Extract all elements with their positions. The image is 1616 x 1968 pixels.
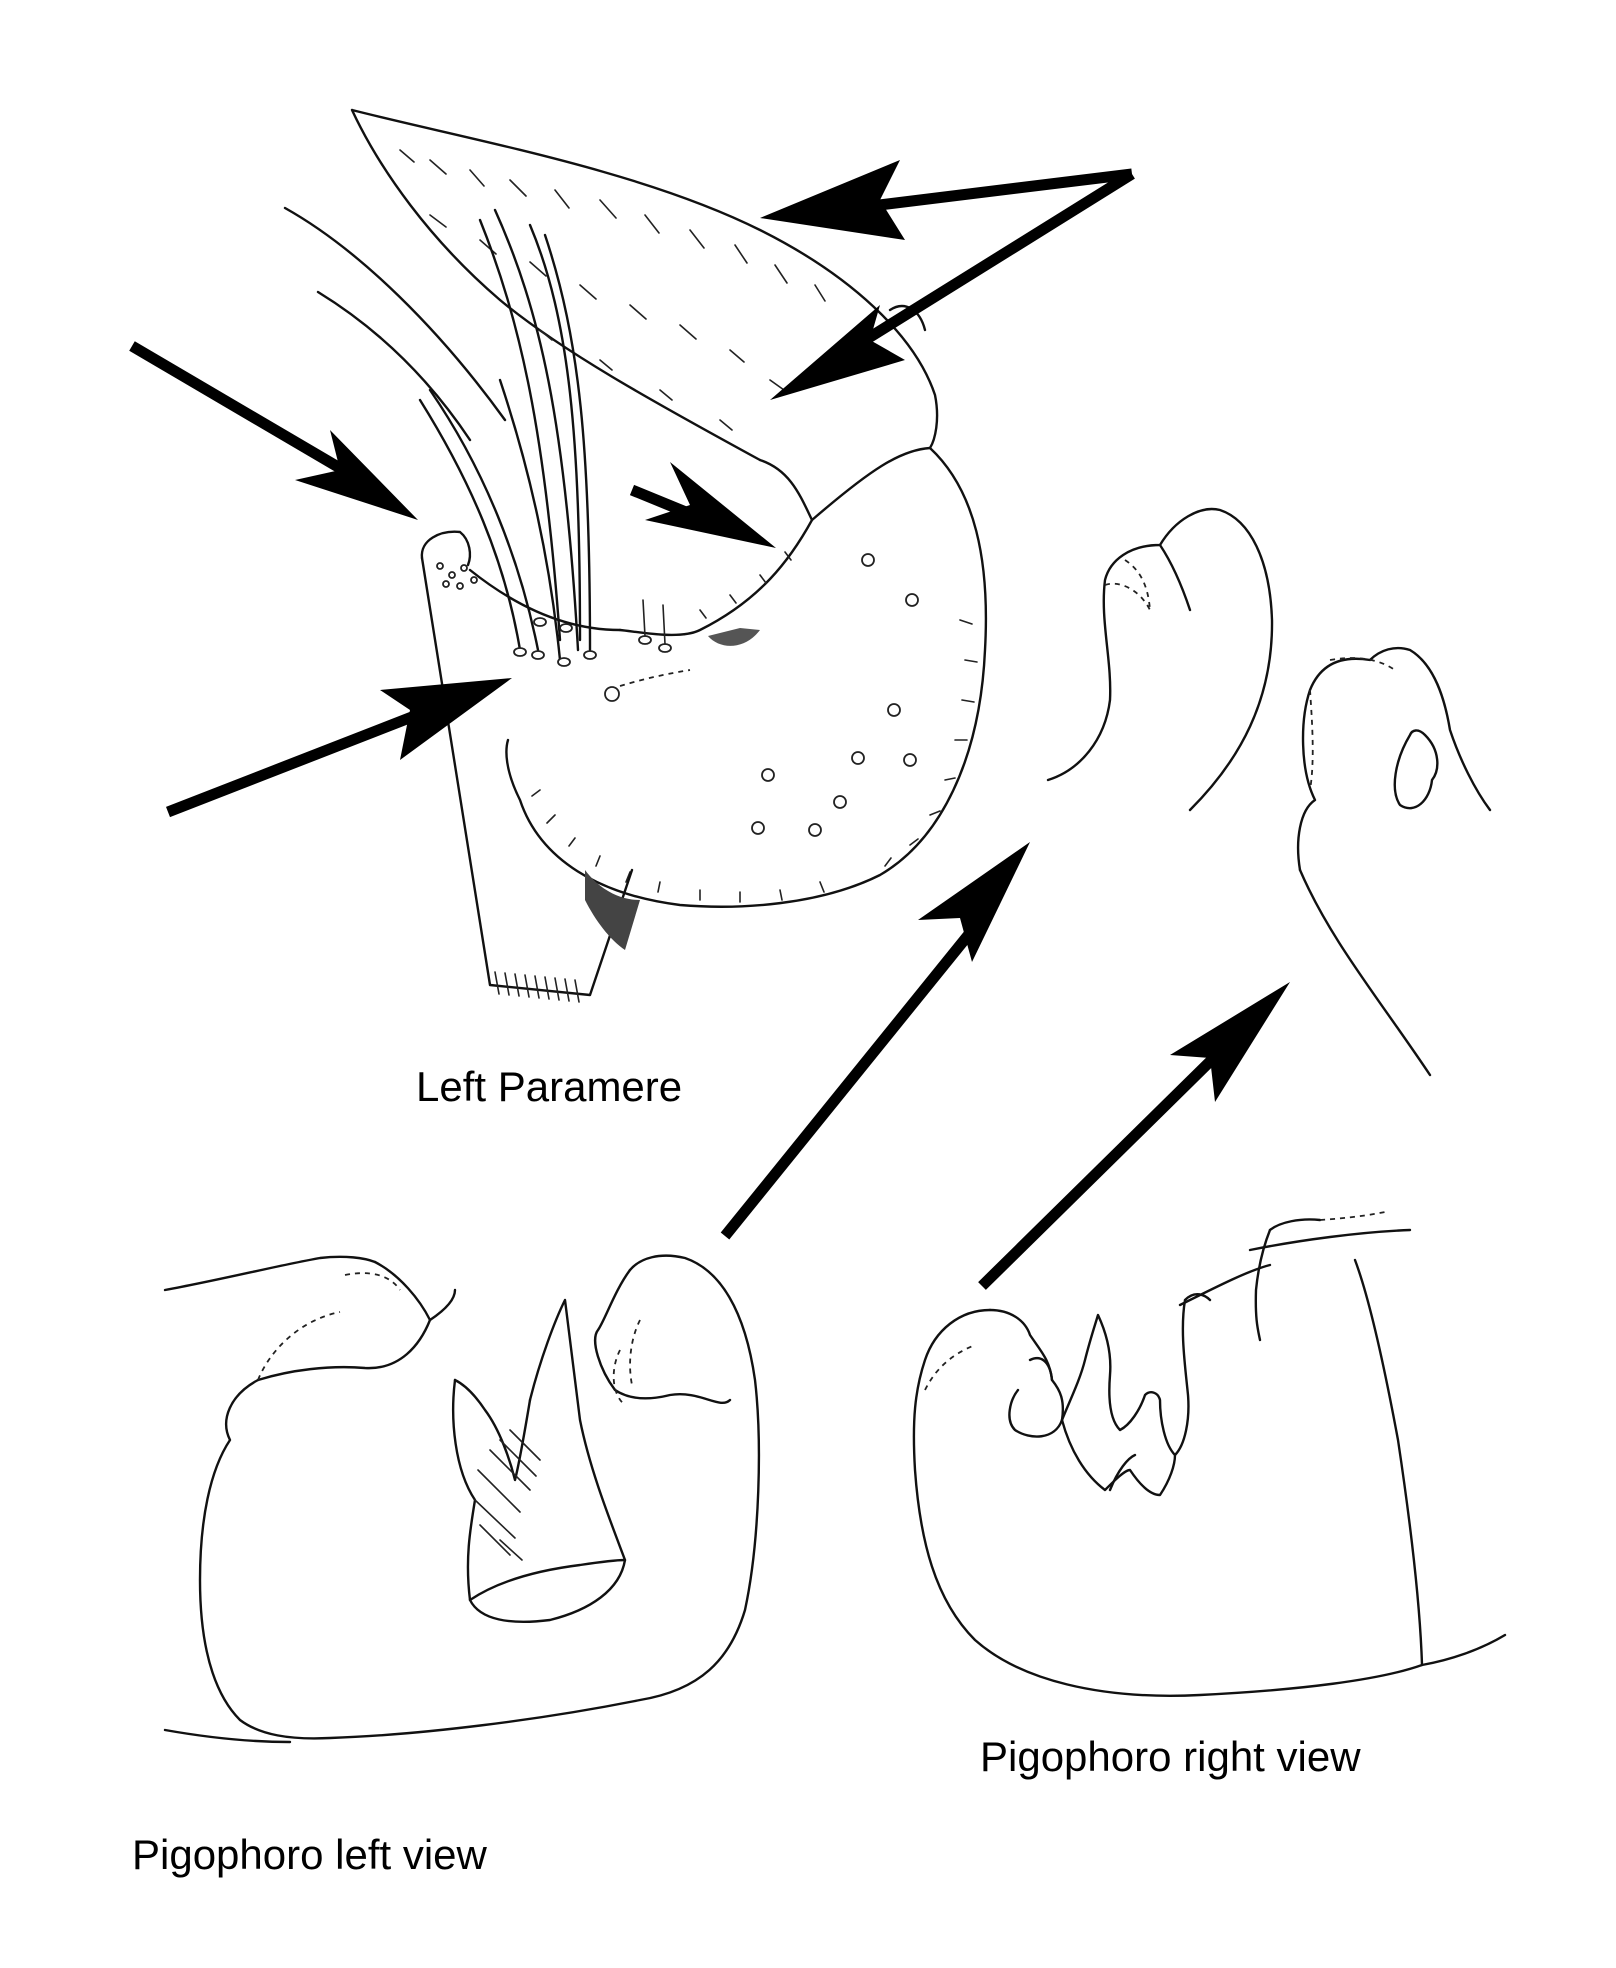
stem-outline — [420, 556, 634, 997]
left-paramere-drawing — [283, 108, 988, 1003]
annotation-arrows — [129, 160, 1290, 1290]
arrow-pig-right-detail-head — [1170, 982, 1290, 1102]
cup-shade — [708, 628, 760, 646]
pig-right-body — [912, 1258, 1424, 1697]
pig-right-top-line-2 — [1268, 1218, 1322, 1232]
detail-right-lower — [1298, 868, 1432, 1077]
setae — [418, 208, 592, 662]
detail-right-view-drawing — [1296, 646, 1492, 1077]
stem-upper-edge — [468, 568, 622, 632]
left-paramere-label: Left Paramere — [416, 1063, 683, 1110]
stem-crown — [420, 530, 472, 567]
arrow-pig-right-detail — [978, 1028, 1244, 1290]
stem-base-ribs — [494, 971, 580, 1003]
pig-left-center-hatching — [474, 1429, 541, 1561]
pig-right-shoulder — [1178, 1263, 1272, 1307]
arrow-blade-upper-head — [760, 160, 905, 240]
detail-left-view-drawing — [1046, 507, 1274, 812]
pig-right-left-dash — [924, 1344, 976, 1391]
arrow-left-lower — [166, 700, 442, 818]
pig-right-central-processes — [1060, 1293, 1212, 1457]
pig-left-upper-dashes — [257, 1272, 401, 1381]
pig-right-top-dash — [1319, 1211, 1386, 1221]
pig-right-top-line — [1248, 1228, 1412, 1252]
arrow-left-upper-head — [295, 430, 418, 520]
pig-right-base-line — [1420, 1633, 1507, 1667]
pig-right-top-stem — [1254, 1228, 1272, 1342]
pig-left-right-lobe — [593, 1268, 732, 1405]
arrow-blade-lower-head — [770, 305, 905, 400]
arrow-left-upper — [129, 341, 353, 479]
detail-right-dashes — [1309, 657, 1396, 791]
pig-right-left-lobe — [988, 1308, 1065, 1438]
pig-right-central-lower — [1060, 1418, 1177, 1497]
pig-left-center-process — [452, 1298, 627, 1623]
pig-left-lobe-dashes — [612, 1319, 641, 1406]
pig-right-central-fold — [1108, 1453, 1137, 1492]
pig-left-center-inner — [453, 1378, 532, 1482]
pig-left-base-line — [163, 1728, 292, 1744]
detail-left-outline — [1046, 507, 1274, 812]
detail-left-fold — [1158, 543, 1192, 612]
outer-curve-1 — [283, 206, 507, 422]
arrow-left-lower-head — [380, 678, 512, 760]
cup-edge-hatching — [531, 551, 978, 903]
stem-granules — [436, 562, 478, 590]
pigophoro-left-label: Pigophoro left view — [132, 1831, 487, 1878]
pig-right-lobe-curl — [1028, 1357, 1054, 1382]
cup-inner-edge — [618, 458, 814, 637]
pig-left-upper-rim — [256, 1318, 432, 1382]
arrow-blade-lower — [827, 169, 1135, 367]
outer-curve-2 — [316, 290, 472, 442]
pigophoro-right-drawing — [912, 1211, 1507, 1697]
pigophoro-right-label: Pigophoro right view — [980, 1733, 1361, 1780]
detail-right-lobe — [1393, 729, 1439, 810]
setae-sockets — [513, 599, 691, 702]
upper-blade-outline — [350, 108, 939, 462]
pig-left-notch — [428, 1288, 457, 1322]
stem-shade — [585, 870, 640, 950]
cup-outer-edge — [505, 446, 988, 908]
pig-left-body — [198, 1254, 761, 1740]
pigophoro-left-drawing — [163, 1254, 761, 1744]
detail-right-outline — [1296, 646, 1492, 872]
arrow-cup-head — [645, 462, 776, 548]
surface-pores — [751, 553, 919, 837]
pig-left-ridge — [373, 1260, 432, 1322]
arrow-pig-left-detail-head — [918, 842, 1030, 962]
arrow-pig-left-detail — [720, 898, 1000, 1240]
pig-left-top-line — [163, 1255, 377, 1292]
pig-left-center-base — [468, 1558, 627, 1602]
detail-left-dashes — [1104, 559, 1151, 611]
blade-hatching — [399, 149, 826, 431]
